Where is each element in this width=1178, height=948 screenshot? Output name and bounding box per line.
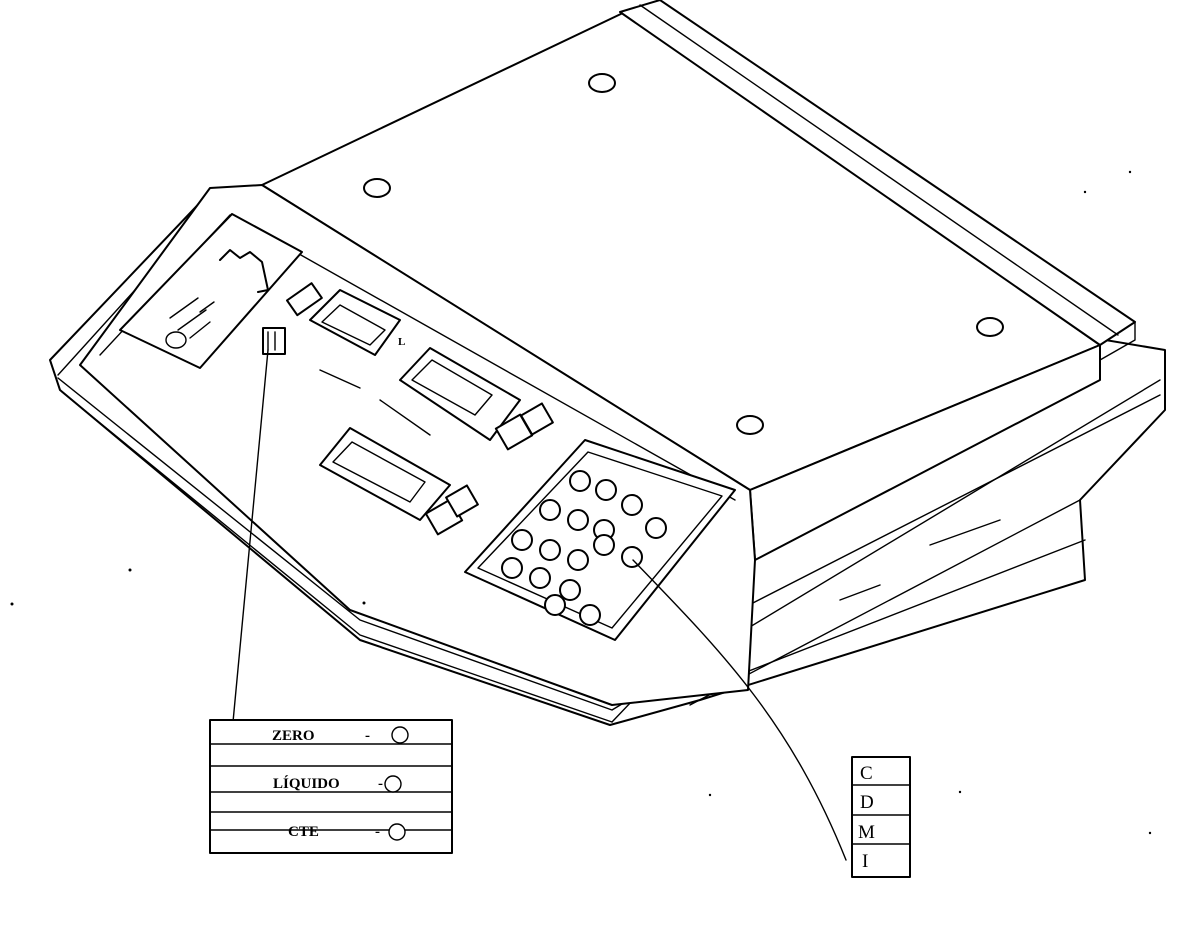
keypad-legend-c: C	[860, 763, 873, 784]
weight-display: L	[309, 289, 405, 356]
keypad-key[interactable]	[567, 549, 589, 571]
keypad-key[interactable]	[529, 567, 551, 589]
leader-line-left	[232, 349, 269, 723]
keypad-key[interactable]	[645, 517, 667, 539]
keypad-keys	[501, 470, 667, 626]
keypad-key[interactable]	[595, 479, 617, 501]
keypad-key[interactable]	[567, 509, 589, 531]
indicator-lamp-block	[262, 327, 286, 355]
scan-noise	[10, 170, 1152, 835]
weighing-platform	[261, 0, 1136, 561]
keypad-key[interactable]	[621, 546, 643, 568]
svg-text:L: L	[398, 336, 405, 348]
indicator-legend-box: ZERO - LÍQUIDO - CTE -	[209, 719, 453, 854]
keypad-key[interactable]	[559, 579, 581, 601]
keypad-key[interactable]	[511, 529, 533, 551]
keypad-legend-i: I	[862, 851, 868, 872]
platform-foot	[736, 415, 764, 435]
keypad-legend-d: D	[860, 792, 874, 813]
keypad-key[interactable]	[539, 499, 561, 521]
keypad-legend-box: C D M I	[851, 756, 911, 878]
total-price-display	[319, 427, 451, 521]
keypad-legend-m: M	[858, 822, 875, 843]
platform-foot	[976, 317, 1004, 337]
legend-label-cte: CTE	[288, 824, 319, 840]
keypad-key[interactable]	[544, 594, 566, 616]
keypad-key[interactable]	[569, 470, 591, 492]
legend-dash: -	[365, 728, 370, 744]
legend-label-zero: ZERO	[272, 728, 315, 744]
keypad-key[interactable]	[579, 604, 601, 626]
leader-line-right	[632, 559, 847, 861]
platform-foot	[588, 73, 616, 93]
platform-foot	[363, 178, 391, 198]
keypad-key[interactable]	[539, 539, 561, 561]
indicator-lamp-liquido-icon	[384, 775, 402, 793]
brand-logo	[219, 249, 269, 293]
legend-dash: -	[378, 776, 383, 792]
unit-price-display	[399, 347, 521, 441]
indicator-lamp-zero-icon	[391, 726, 409, 744]
keypad-key[interactable]	[621, 494, 643, 516]
keypad-key[interactable]	[501, 557, 523, 579]
platform-feet	[363, 73, 1004, 435]
logo-panel	[119, 213, 303, 369]
keypad-key[interactable]	[593, 534, 615, 556]
indicator-lamp-cte-icon	[388, 823, 406, 841]
legend-label-liquido: LÍQUIDO	[273, 775, 340, 792]
legend-dash: -	[375, 824, 380, 840]
